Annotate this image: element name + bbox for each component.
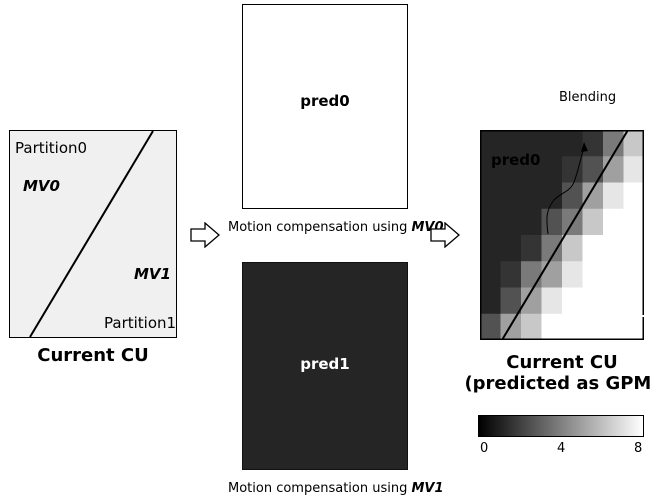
blend-cell (623, 130, 644, 157)
blend-cell (623, 287, 644, 315)
gpm-caption-line2: (predicted as GPM) (464, 373, 652, 394)
blend-cell (521, 156, 542, 183)
blend-cell (582, 182, 604, 210)
blend-cell (541, 287, 563, 315)
blend-cell (582, 287, 604, 315)
blend-cell (480, 235, 501, 262)
blend-cell (500, 287, 522, 315)
partition0-label: Partition0 (15, 139, 88, 157)
blend-cell (500, 261, 522, 288)
blend-cell (623, 156, 644, 183)
blend-cell (603, 235, 624, 262)
blend-cell (541, 313, 563, 340)
blend-cell (521, 235, 542, 262)
blend-cell (500, 130, 522, 157)
blend-cell (562, 156, 583, 183)
blend-cell (623, 208, 644, 236)
gpm-caption-line1: Current CU (506, 352, 618, 373)
colorbar-tick-4: 4 (557, 441, 566, 456)
mc-caption-mv0-prefix: Motion compensation using (228, 220, 412, 235)
weight-colorbar (478, 415, 644, 437)
gpm-pred1-label: pred1 (596, 303, 646, 321)
blend-cell (541, 235, 563, 262)
blend-cell (562, 182, 583, 210)
blend-cell (521, 130, 542, 157)
blend-cell (582, 130, 604, 157)
blend-cell (480, 261, 501, 288)
blend-cell (521, 208, 542, 236)
blend-cell (603, 182, 624, 210)
arrow-right-icon (190, 222, 220, 248)
blend-cell (500, 156, 522, 183)
blend-cell (623, 313, 644, 340)
gpm-blended-cu (480, 130, 644, 340)
blend-cell (521, 287, 542, 315)
gpm-pred0-label: pred0 (491, 151, 541, 169)
mc-caption-mv1: Motion compensation using MV1 (228, 481, 444, 496)
blend-cell (603, 287, 624, 315)
blend-cell (480, 313, 501, 340)
blend-cell (500, 235, 522, 262)
blending-label: Blending (559, 90, 617, 105)
blend-cell (562, 261, 583, 288)
blend-cell (541, 130, 563, 157)
pred0-block (242, 4, 408, 209)
arrow-right-icon (430, 222, 460, 248)
pred0-block-label: pred0 (300, 92, 350, 110)
blend-cell (562, 235, 583, 262)
partition1-label: Partition1 (104, 314, 177, 332)
blend-cell (623, 261, 644, 288)
blend-cell (541, 182, 563, 210)
blend-cell (480, 156, 501, 183)
blend-cell (500, 182, 522, 210)
mv1-label: MV1 (134, 265, 171, 283)
mc-caption-mv1-mv: MV1 (411, 481, 444, 496)
blend-cell (541, 208, 563, 236)
blend-cell (562, 287, 583, 315)
blend-cell (500, 208, 522, 236)
blend-cell (623, 182, 644, 210)
blend-cell (480, 287, 501, 315)
blend-cell (603, 208, 624, 236)
blend-cell (603, 313, 624, 340)
blend-cell (480, 208, 501, 236)
mv0-label: MV0 (23, 177, 60, 195)
colorbar-tick-0: 0 (480, 441, 489, 456)
pred1-block-label: pred1 (300, 355, 350, 373)
blend-cell (562, 313, 583, 340)
current-cu-block (9, 130, 177, 338)
colorbar-tick-8: 8 (634, 441, 643, 456)
blend-cell (480, 182, 501, 210)
blend-cell (582, 261, 604, 288)
blend-cell (541, 156, 563, 183)
blend-cell (582, 235, 604, 262)
blend-cell (480, 130, 501, 157)
blend-cell (623, 235, 644, 262)
blend-cell (603, 156, 624, 183)
current-cu-caption: Current CU (37, 345, 149, 366)
blend-cell (582, 156, 604, 183)
blend-cell (541, 261, 563, 288)
blend-cell (562, 130, 583, 157)
blend-cell (521, 182, 542, 210)
mc-caption-mv1-prefix: Motion compensation using (228, 481, 412, 496)
blend-cell (521, 261, 542, 288)
blend-cell (582, 208, 604, 236)
pred1-block (242, 262, 408, 470)
blend-cell (582, 313, 604, 340)
blend-cell (603, 130, 624, 157)
blend-cell (521, 313, 542, 340)
mc-caption-mv0: Motion compensation using MV0 (228, 220, 444, 235)
blend-cell (603, 261, 624, 288)
